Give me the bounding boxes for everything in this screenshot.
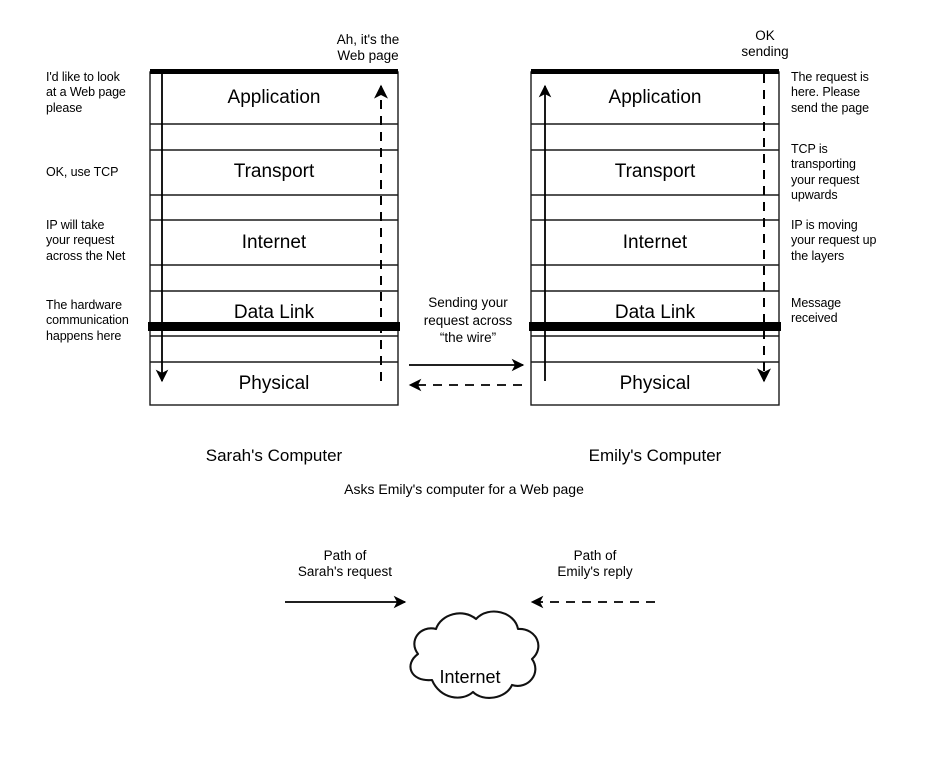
left-layer-physical: Physical: [238, 373, 310, 394]
left-top-bubble: Ah, it's the Web page: [336, 32, 400, 64]
internet-cloud-shape: [409, 610, 540, 699]
right-layer-application: Application: [608, 87, 702, 108]
right-layer-data-link: Data Link: [614, 302, 696, 323]
left-annotation-data-link: The hardware communication happens here: [46, 298, 129, 343]
internet-cloud-label: Internet: [439, 667, 501, 687]
left-machine-name: Sarah's Computer: [205, 446, 343, 465]
wire-note: Sending your request across “the wire”: [423, 295, 513, 346]
left-layer-data-link: Data Link: [233, 302, 315, 323]
legend-reply-label: Path of Emily's reply: [557, 548, 633, 580]
right-layer-physical: Physical: [619, 373, 691, 394]
left-layer-application: Application: [227, 87, 321, 108]
right-layer-internet: Internet: [622, 232, 688, 253]
left-annotation-transport: OK, use TCP: [46, 165, 119, 179]
right-machine-name: Emily's Computer: [588, 446, 722, 465]
legend-request-label: Path of Sarah's request: [297, 548, 393, 580]
right-annotation-transport: TCP is transporting your request upwards: [791, 142, 860, 202]
left-layer-internet: Internet: [241, 232, 307, 253]
left-annotation-internet: IP will take your request across the Net: [46, 218, 126, 263]
right-stack-frame: [529, 69, 781, 406]
left-layer-transport: Transport: [233, 161, 315, 182]
right-top-bubble: OK sending: [741, 28, 789, 60]
left-stack-frame: [148, 69, 400, 406]
right-annotation-internet: IP is moving your request up the layers: [791, 218, 877, 263]
left-annotation-application: I'd like to look at a Web page please: [46, 70, 126, 115]
right-annotation-data-link: Message received: [791, 296, 842, 326]
right-layer-transport: Transport: [614, 161, 696, 182]
diagram-caption: Asks Emily's computer for a Web page: [344, 481, 584, 497]
right-annotation-application: The request is here. Please send the pag…: [791, 70, 869, 115]
